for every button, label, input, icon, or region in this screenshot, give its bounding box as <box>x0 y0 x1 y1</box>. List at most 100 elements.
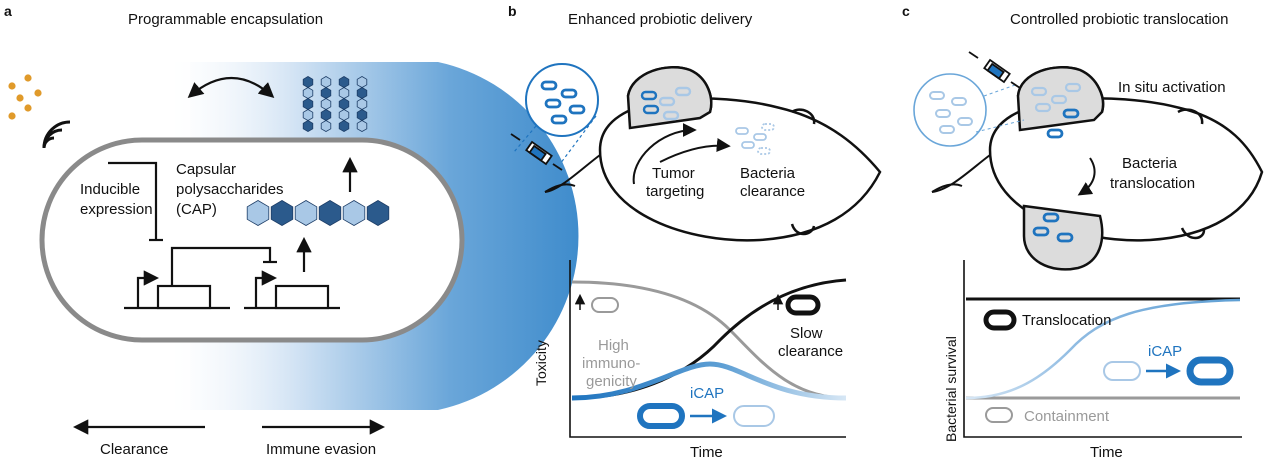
cap-chain-hexagon <box>318 200 342 226</box>
capsule-hexagon <box>302 76 314 88</box>
cap-chain-hexagon <box>342 200 366 226</box>
high-label-line1: High <box>598 337 629 354</box>
translocation-bacterium-icon <box>983 309 1017 331</box>
clearing-bacteria <box>735 123 775 155</box>
capsule-hexagon <box>320 120 332 132</box>
inducer-molecules-icon <box>8 74 42 120</box>
panel-a: a Programmable encapsulation Capsular po… <box>4 3 579 458</box>
capsule-hexagon <box>320 109 332 121</box>
survival-xlabel: Time <box>1090 444 1123 461</box>
panel-c-letter: c <box>902 3 910 19</box>
translocation-label-line1: Bacteria <box>1122 155 1178 172</box>
capsule-hexagon <box>356 76 368 88</box>
toxicity-chart: Toxicity Time High immuno- genicity Slow… <box>533 260 847 461</box>
containment-bacterium-icon <box>985 407 1013 423</box>
survival-axes <box>963 260 1242 438</box>
panel-c: c Controlled probiotic translocation <box>902 3 1264 461</box>
survival-ylabel: Bacterial survival <box>943 336 959 442</box>
cap-label-line2: polysaccharides <box>176 181 284 198</box>
capsule-hexagon <box>320 76 332 88</box>
capsule-hexagon <box>338 87 350 99</box>
signal-wave-icon <box>42 120 71 149</box>
slow-label-line1: Slow <box>790 325 823 342</box>
immune-evasion-label: Immune evasion <box>266 441 376 458</box>
genetic-circuit <box>124 236 340 310</box>
zoom-bacteria-c <box>929 91 973 134</box>
capsule-hexagon <box>356 87 368 99</box>
panel-a-letter: a <box>4 3 12 19</box>
capsule-hexagon <box>302 120 314 132</box>
panel-b: b Enhanced probiotic delivery <box>508 3 882 461</box>
capsule-polysaccharide-chains <box>302 76 368 132</box>
capsule-hexagon <box>338 98 350 110</box>
capsule-hexagon <box>302 109 314 121</box>
tumor-top-bacteria <box>1030 82 1082 139</box>
tumor-region-top <box>1016 66 1105 132</box>
tumor-bacteria <box>640 86 692 121</box>
containment-legend: Containment <box>1024 408 1110 425</box>
cap-chain-hexagon <box>366 200 390 226</box>
cap-chain-hexagon <box>246 200 270 226</box>
bacterial-cell <box>39 137 465 343</box>
bacteria-zoom-circle-c <box>913 73 987 147</box>
translocation-legend: Translocation <box>1022 312 1112 329</box>
capsule-hexagon <box>302 87 314 99</box>
exchange-arrow-icon <box>187 77 275 99</box>
cap-chain-hexagon <box>294 200 318 226</box>
normal-bacterium-icon <box>591 297 619 313</box>
zoom-bacteria <box>540 80 586 125</box>
capsule-hexagon <box>338 109 350 121</box>
in-situ-label: In situ activation <box>1118 79 1226 96</box>
cap-label-line1: Capsular <box>176 161 236 178</box>
icap-after-icon <box>1186 356 1234 386</box>
capsule-hexagon <box>356 120 368 132</box>
toxicity-xlabel: Time <box>690 444 723 461</box>
high-label-line3: genicity <box>586 373 637 390</box>
bacteria-clear-line2: clearance <box>740 183 805 200</box>
translocation-label-line2: translocation <box>1110 175 1195 192</box>
capsule-hexagon <box>356 98 368 110</box>
toxicity-axes <box>569 260 846 438</box>
capsule-hexagon <box>356 109 368 121</box>
cap-label-line3: (CAP) <box>176 201 217 218</box>
bacteria-clear-line1: Bacteria <box>740 165 796 182</box>
capsule-hexagon <box>302 98 314 110</box>
tumor-bottom-bacteria <box>1032 212 1074 243</box>
cap-chain-hexagon <box>270 200 294 226</box>
icap-capsulated-icon <box>637 403 685 429</box>
syringe-icon-c <box>968 51 1021 89</box>
panel-b-letter: b <box>508 3 517 19</box>
cap-chain-icon <box>246 200 390 226</box>
icap-decapsulated-icon <box>733 405 775 427</box>
survival-chart: Bacterial survival Time Translocation Co… <box>943 260 1242 461</box>
tumor-label-line2: targeting <box>646 183 704 200</box>
inducible-label-line1: Inducible <box>80 181 140 198</box>
icap-label-c: iCAP <box>1148 343 1182 360</box>
syringe-icon <box>510 133 563 171</box>
icap-curve-c <box>965 298 1241 400</box>
icap-curve <box>571 361 847 401</box>
tumor-targeting-arrow-icon <box>632 123 697 185</box>
repression-line <box>108 161 158 240</box>
toxicity-ylabel: Toxicity <box>533 340 549 386</box>
encapsulated-bacterium-icon <box>785 294 821 316</box>
clearance-label: Clearance <box>100 441 168 458</box>
high-label-line2: immuno- <box>582 355 640 372</box>
icap-label-b: iCAP <box>690 385 724 402</box>
translocation-arrow-icon <box>1077 157 1096 196</box>
tumor-label-line1: Tumor <box>652 165 695 182</box>
capsule-hexagon <box>320 87 332 99</box>
icap-before-icon <box>1103 361 1141 381</box>
clearance-arrow-b-icon <box>659 138 731 163</box>
slow-label-line2: clearance <box>778 343 843 360</box>
panel-a-title: Programmable encapsulation <box>128 11 323 28</box>
inducible-label-line2: expression <box>80 201 153 218</box>
capsule-hexagon <box>338 76 350 88</box>
tumor-region-bottom <box>1022 204 1104 271</box>
capsule-hexagon <box>338 120 350 132</box>
bacteria-zoom-circle <box>525 63 599 137</box>
panel-b-title: Enhanced probiotic delivery <box>568 11 753 28</box>
capsule-hexagon <box>320 98 332 110</box>
panel-c-title: Controlled probiotic translocation <box>1010 11 1228 28</box>
